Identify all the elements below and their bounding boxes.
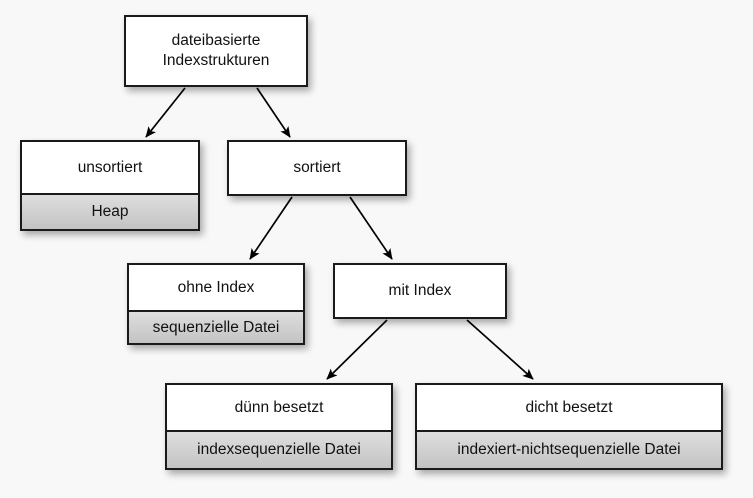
node-sortiert-title: sortiert <box>229 142 405 194</box>
node-mit-index-title: mit Index <box>335 265 505 317</box>
node-unsortiert-subtitle: Heap <box>22 193 198 229</box>
edge-root-to-sortiert <box>256 87 291 138</box>
edge-mitindex-to-duenn <box>326 319 388 380</box>
node-dicht-besetzt-subtitle: indexiert-nichtsequenzielle Datei <box>417 430 721 468</box>
node-dicht-besetzt-title: dicht besetzt <box>417 385 721 430</box>
edge-root-to-unsortiert <box>145 87 186 138</box>
node-ohne-index-subtitle: sequenzielle Datei <box>129 310 303 343</box>
node-ohne-index-title: ohne Index <box>129 265 303 310</box>
node-root[interactable]: dateibasierte Indexstrukturen <box>124 15 308 87</box>
edge-sortiert-to-ohneindex <box>249 196 293 260</box>
edge-sortiert-to-mitindex <box>349 196 393 260</box>
edge-mitindex-to-dicht <box>466 319 534 380</box>
node-duenn-besetzt-subtitle: indexsequenzielle Datei <box>167 430 391 468</box>
node-unsortiert-title: unsortiert <box>22 142 198 193</box>
node-duenn-besetzt-title: dünn besetzt <box>167 385 391 430</box>
node-mit-index[interactable]: mit Index <box>333 263 507 319</box>
node-sortiert[interactable]: sortiert <box>227 140 407 196</box>
node-root-title: dateibasierte Indexstrukturen <box>126 17 306 85</box>
